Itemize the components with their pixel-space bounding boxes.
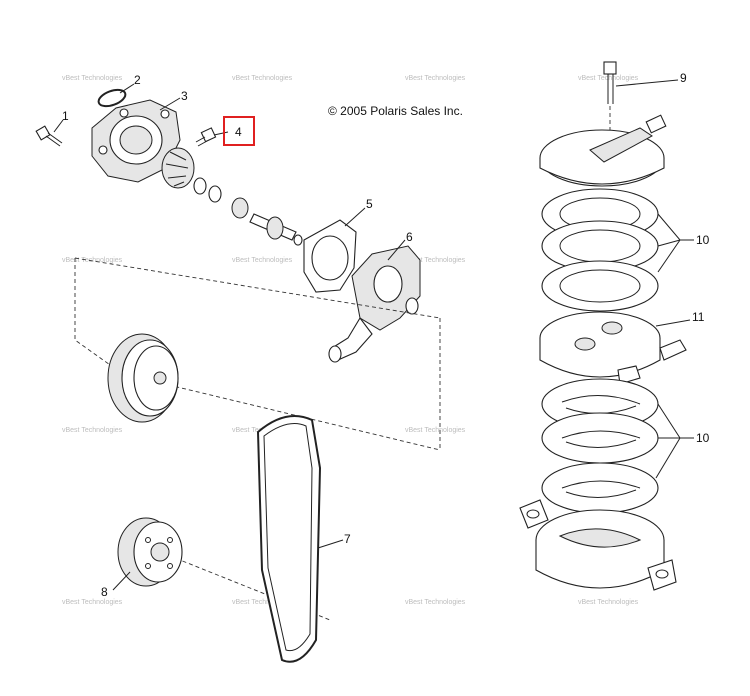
lower-pulley-part-8[interactable] — [117, 517, 183, 587]
callout-9[interactable]: 9 — [680, 71, 687, 85]
watermark: vBest Technologies — [405, 427, 466, 434]
impeller[interactable] — [161, 147, 195, 189]
leader-lines — [53, 79, 694, 591]
callout-6[interactable]: 6 — [406, 230, 413, 244]
water-pump-assembly — [35, 87, 421, 363]
o-ring-part-2[interactable] — [96, 87, 127, 110]
watermark: vBest Technologies — [232, 257, 293, 264]
drive-belt-part-7[interactable] — [256, 415, 322, 663]
watermark: vBest Technologies — [405, 599, 466, 606]
pump-body-part-11[interactable] — [539, 311, 687, 385]
watermark: vBest Technologies — [405, 257, 466, 264]
pump-housing-part-6[interactable] — [328, 245, 421, 363]
plate-part-10[interactable] — [541, 462, 659, 514]
callout-7[interactable]: 7 — [344, 532, 351, 546]
top-cap[interactable] — [539, 114, 667, 187]
callout-8[interactable]: 8 — [101, 585, 108, 599]
watermark: vBest Technologies — [578, 599, 639, 606]
callout-11[interactable]: 11 — [692, 310, 705, 324]
seal[interactable] — [193, 177, 207, 195]
bearing[interactable] — [208, 185, 222, 203]
plate-part-10[interactable] — [541, 260, 659, 312]
callouts: 1 2 3 4 5 6 7 8 9 10 11 10 — [62, 71, 710, 599]
watermark: vBest Technologies — [405, 75, 466, 82]
callout-4-highlight-box — [223, 116, 255, 146]
callout-1[interactable]: 1 — [62, 109, 69, 123]
watermark: vBest Technologies — [232, 75, 293, 82]
callout-10-lower[interactable]: 10 — [696, 431, 710, 445]
watermark: vBest Technologies — [232, 599, 293, 606]
callout-5[interactable]: 5 — [366, 197, 373, 211]
callout-4[interactable]: 4 — [235, 125, 242, 139]
plate-part-10[interactable] — [541, 412, 659, 464]
bolt-part-1[interactable] — [35, 125, 63, 147]
seal[interactable] — [231, 197, 249, 219]
watermark: vBest Technologies — [62, 75, 123, 82]
bolt-part-4[interactable] — [195, 127, 217, 147]
callout-2[interactable]: 2 — [134, 73, 141, 87]
pump-base[interactable] — [519, 499, 677, 591]
gasket-part-5[interactable] — [303, 219, 357, 293]
watermark: vBest Technologies — [62, 599, 123, 606]
callout-10-upper[interactable]: 10 — [696, 233, 710, 247]
bolt-part-9[interactable] — [603, 61, 617, 130]
pump-shaft[interactable] — [249, 213, 303, 246]
callout-3[interactable]: 3 — [181, 89, 188, 103]
oil-pump-assembly — [519, 61, 687, 591]
upper-pulley[interactable] — [107, 333, 179, 423]
watermark: vBest Technologies — [62, 427, 123, 434]
copyright-notice: © 2005 Polaris Sales Inc. — [328, 104, 463, 118]
